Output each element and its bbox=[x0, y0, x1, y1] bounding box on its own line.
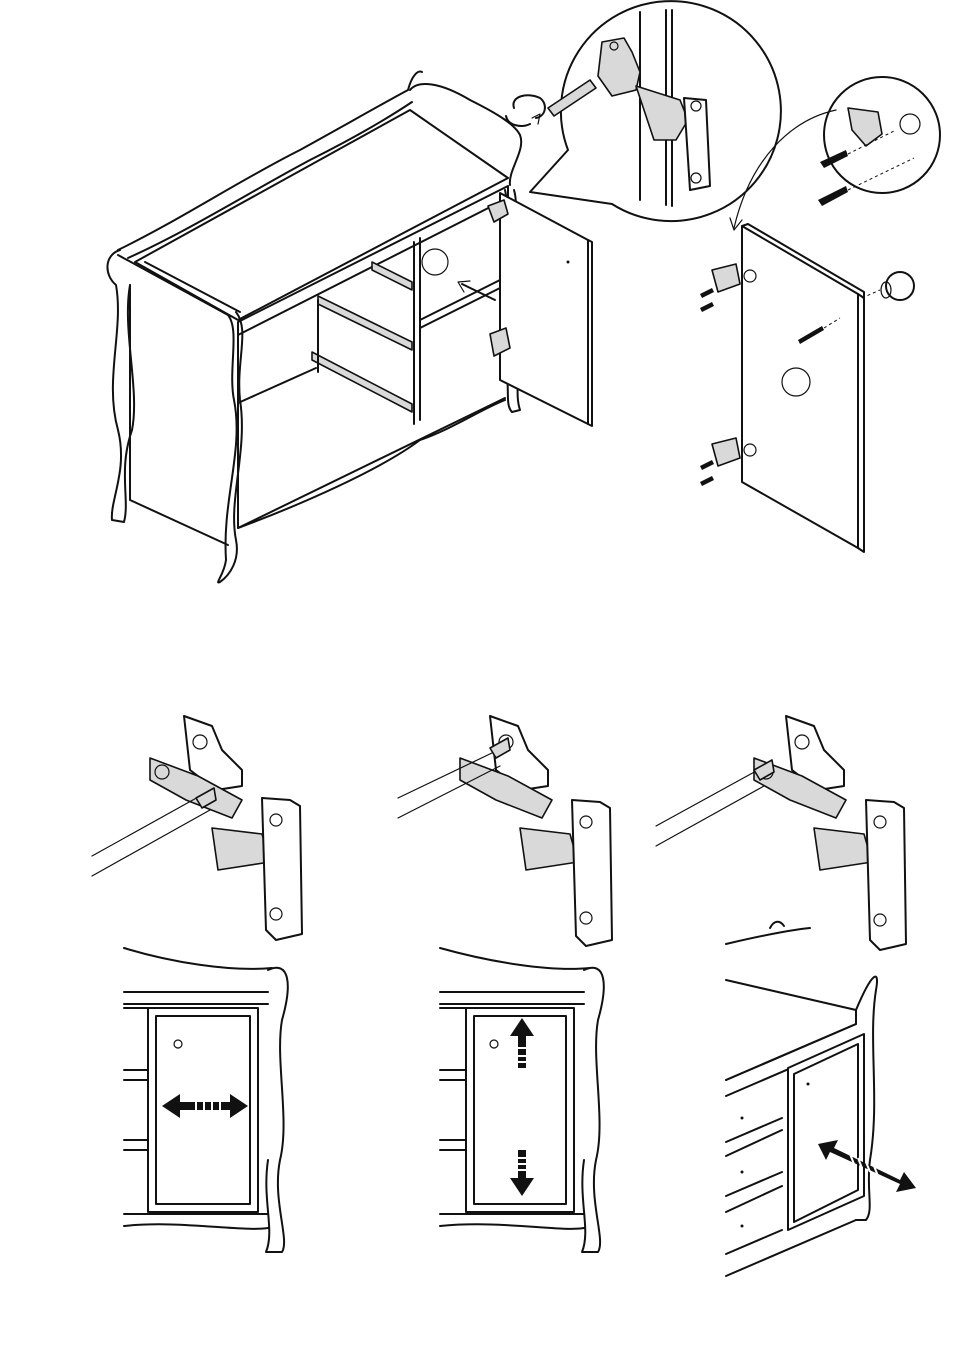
arrow-up-icon bbox=[510, 1018, 534, 1068]
screw-icon bbox=[820, 150, 848, 168]
door-panel-icon bbox=[700, 224, 914, 552]
screwdriver-icon bbox=[548, 80, 596, 116]
hinge-arm-icon bbox=[636, 86, 688, 140]
changing-table-icon bbox=[107, 72, 592, 583]
hinge-adjust-depth-icon bbox=[656, 716, 906, 950]
hinge-detail-callout bbox=[506, 1, 781, 221]
knob-icon bbox=[862, 272, 914, 300]
screw-icon-2 bbox=[818, 186, 848, 206]
hinge-adjust-side-icon bbox=[92, 716, 302, 940]
cabinet-perspective-depth-adjust bbox=[726, 922, 916, 1276]
cabinet-front-side-adjust bbox=[124, 948, 288, 1252]
double-arrow-horizontal-icon bbox=[162, 1094, 248, 1118]
hinge-top-icon bbox=[712, 264, 740, 292]
hinge-plate-icon bbox=[598, 38, 640, 96]
cabinet-front-height-adjust bbox=[440, 948, 604, 1252]
hinge-bottom-icon bbox=[712, 438, 740, 466]
screw-detail-callout bbox=[730, 77, 940, 230]
hinge-adjust-height-icon bbox=[398, 716, 612, 946]
arrow-down-icon bbox=[510, 1150, 534, 1196]
